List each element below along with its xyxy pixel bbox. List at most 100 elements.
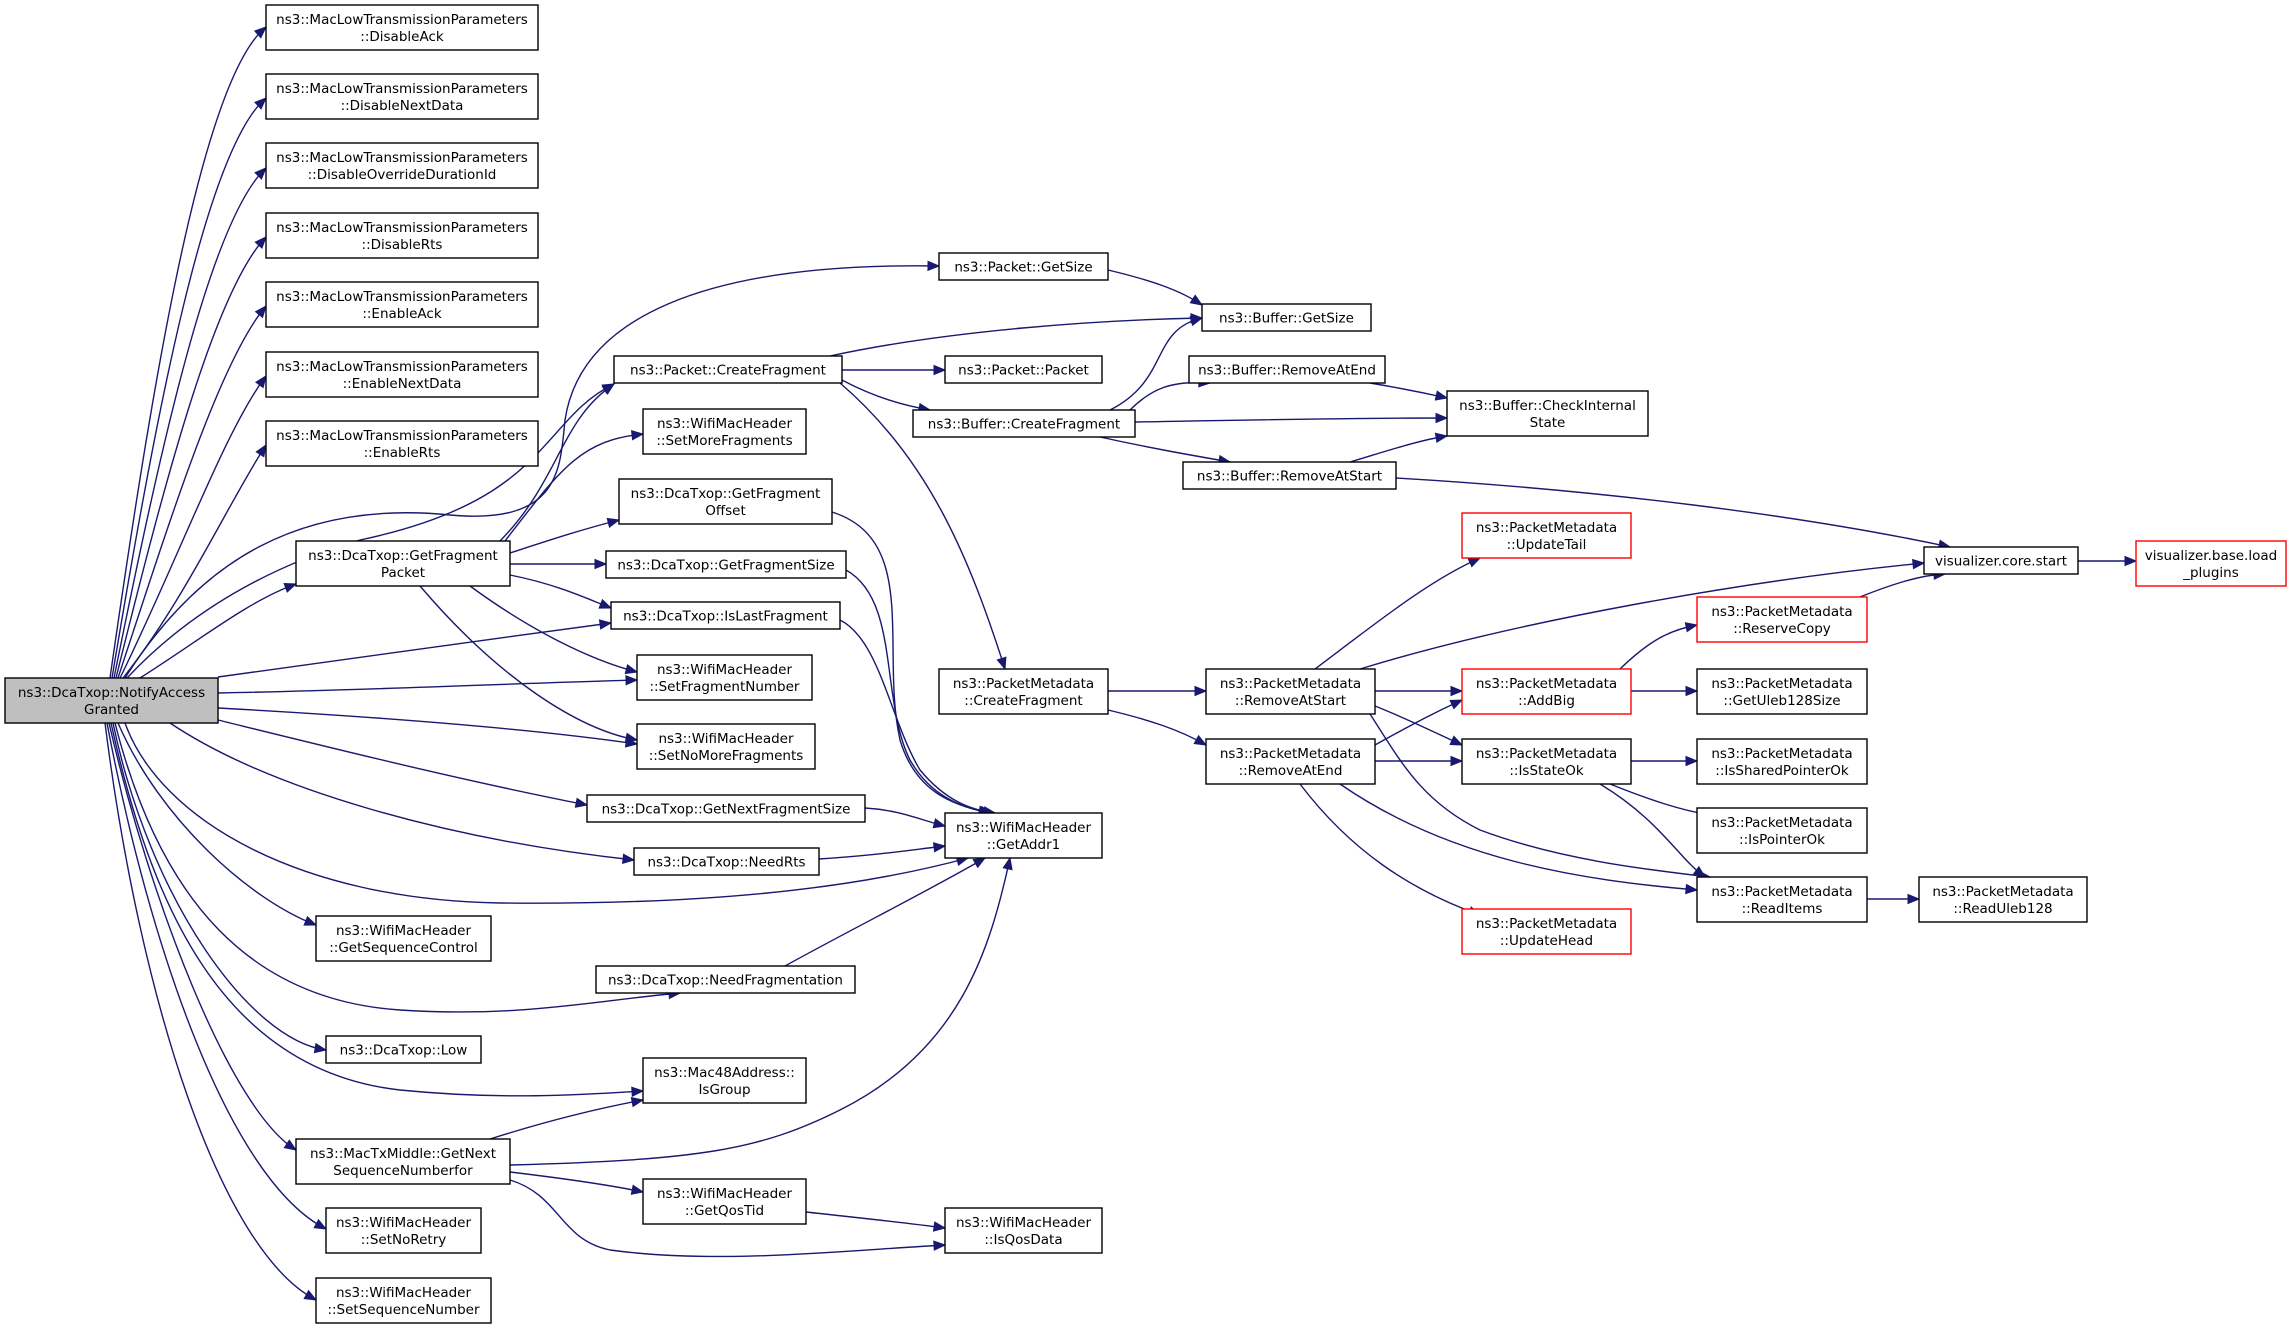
arrowhead-icon (1692, 865, 1707, 878)
node-label: ::RemoveAtEnd (1239, 763, 1343, 779)
node-label: ns3::WifiMacHeader (657, 1186, 793, 1202)
graph-node-low[interactable]: ns3::DcaTxop::Low (325, 1035, 482, 1064)
graph-node-packet-create-fragment[interactable]: ns3::Packet::CreateFragment (613, 355, 843, 384)
arrowhead-icon (631, 1086, 645, 1097)
node-label: ns3::Packet::Packet (958, 363, 1089, 379)
arrowhead-icon (1434, 432, 1449, 444)
node-label: ns3::Mac48Address:: (654, 1065, 795, 1081)
node-label: ::UpdateHead (1500, 933, 1593, 949)
graph-node-get-next-seq[interactable]: ns3::MacTxMiddle::GetNextSequenceNumberf… (295, 1138, 511, 1185)
graph-node-pm-update-tail[interactable]: ns3::PacketMetadata::UpdateTail (1461, 512, 1632, 559)
graph-node-set-sequence-number[interactable]: ns3::WifiMacHeader::SetSequenceNumber (315, 1277, 492, 1324)
arrowhead-icon (2124, 555, 2138, 567)
node-box (1182, 461, 1397, 490)
graph-node-get-addr1[interactable]: ns3::WifiMacHeader::GetAddr1 (944, 812, 1103, 859)
node-label: ns3::WifiMacHeader (657, 416, 793, 432)
call-edge-get-fragment-packet-to-get-fragment-offset (509, 517, 621, 554)
graph-node-pm-update-head[interactable]: ns3::PacketMetadata::UpdateHead (1461, 908, 1632, 955)
call-edge-root-to-set-fragment-number (217, 675, 639, 694)
call-edge-pm-remove-at-end-to-pm-is-state-ok (1375, 755, 1464, 767)
call-edge-packet-create-fragment-to-pm-create-fragment (839, 382, 1007, 671)
node-box (265, 142, 539, 189)
call-edge-root-to-set-no-retry (106, 722, 328, 1230)
arrowhead-icon (1685, 685, 1699, 697)
graph-node-buffer-remove-at-end[interactable]: ns3::Buffer::RemoveAtEnd (1188, 355, 1386, 384)
graph-node-disable-ack[interactable]: ns3::MacLowTransmissionParameters::Disab… (265, 4, 539, 51)
graph-node-enable-next-data[interactable]: ns3::MacLowTransmissionParameters::Enabl… (265, 351, 539, 398)
node-label: ::GetUleb128Size (1723, 693, 1840, 709)
node-label: ns3::DcaTxop::IsLastFragment (623, 609, 828, 625)
node-label: ns3::Buffer::CreateFragment (928, 417, 1120, 433)
graph-node-pm-add-big[interactable]: ns3::PacketMetadata::AddBig (1461, 668, 1632, 715)
graph-node-pm-is-shared-pointer-ok[interactable]: ns3::PacketMetadata::IsSharedPointerOk (1696, 738, 1868, 785)
node-box (642, 1178, 807, 1225)
call-edge-pm-remove-at-start-to-pm-update-tail (1314, 557, 1482, 670)
call-edge-root-to-get-fragment-packet (139, 583, 298, 679)
graph-node-get-qos-tid[interactable]: ns3::WifiMacHeader::GetQosTid (642, 1178, 807, 1225)
graph-node-get-next-fragment-size[interactable]: ns3::DcaTxop::GetNextFragmentSize (586, 794, 866, 823)
graph-node-disable-override[interactable]: ns3::MacLowTransmissionParameters::Disab… (265, 142, 539, 189)
graph-node-enable-rts[interactable]: ns3::MacLowTransmissionParameters::Enabl… (265, 420, 539, 467)
graph-node-disable-next-data[interactable]: ns3::MacLowTransmissionParameters::Disab… (265, 73, 539, 120)
graph-node-packet-get-size[interactable]: ns3::Packet::GetSize (938, 252, 1109, 281)
node-box (1461, 668, 1632, 715)
node-label: ::AddBig (1518, 693, 1575, 709)
graph-node-pm-remove-at-end[interactable]: ns3::PacketMetadata::RemoveAtEnd (1205, 738, 1376, 785)
node-label: ::ReserveCopy (1733, 621, 1831, 637)
graph-node-set-no-retry[interactable]: ns3::WifiMacHeader::SetNoRetry (325, 1207, 482, 1254)
graph-node-is-last-fragment[interactable]: ns3::DcaTxop::IsLastFragment (610, 601, 841, 630)
graph-node-is-group[interactable]: ns3::Mac48Address::IsGroup (642, 1057, 807, 1104)
graph-node-pm-read-items[interactable]: ns3::PacketMetadata::ReadItems (1696, 876, 1868, 923)
graph-node-buffer-get-size[interactable]: ns3::Buffer::GetSize (1201, 303, 1372, 332)
graph-node-pm-create-fragment[interactable]: ns3::PacketMetadata::CreateFragment (938, 668, 1109, 715)
node-box (642, 408, 807, 455)
graph-node-is-qos-data[interactable]: ns3::WifiMacHeader::IsQosData (944, 1207, 1103, 1254)
graph-node-get-sequence-control[interactable]: ns3::WifiMacHeader::GetSequenceControl (315, 915, 492, 962)
graph-node-pm-get-uleb128-size[interactable]: ns3::PacketMetadata::GetUleb128Size (1696, 668, 1868, 715)
arrowhead-icon (313, 1042, 328, 1054)
arrowhead-icon (1684, 622, 1699, 633)
node-label: ns3::Buffer::RemoveAtStart (1197, 469, 1382, 485)
graph-node-set-fragment-number[interactable]: ns3::WifiMacHeader::SetFragmentNumber (636, 654, 813, 701)
node-label: ns3::DcaTxop::NeedRts (647, 855, 805, 871)
graph-node-packet-packet[interactable]: ns3::Packet::Packet (944, 355, 1103, 384)
call-edge-pm-remove-at-start-to-pm-add-big (1375, 685, 1464, 697)
node-box (586, 794, 866, 823)
graph-node-need-fragmentation[interactable]: ns3::DcaTxop::NeedFragmentation (595, 965, 856, 994)
arrowhead-icon (932, 1221, 947, 1232)
graph-node-get-fragment-size[interactable]: ns3::DcaTxop::GetFragmentSize (605, 550, 847, 579)
graph-node-pm-read-uleb128[interactable]: ns3::PacketMetadata::ReadUleb128 (1918, 876, 2088, 923)
arrowhead-icon (283, 583, 298, 593)
call-edge-buffer-remove-at-end-to-buffer-check-internal (1369, 382, 1449, 401)
graph-node-pm-is-pointer-ok[interactable]: ns3::PacketMetadata::IsPointerOk (1696, 807, 1868, 854)
graph-node-set-no-more-fragments[interactable]: ns3::WifiMacHeader::SetNoMoreFragments (636, 723, 816, 770)
arrowhead-icon (933, 1240, 947, 1251)
arrowhead-icon (283, 1139, 298, 1151)
graph-node-pm-remove-at-start[interactable]: ns3::PacketMetadata::RemoveAtStart (1205, 668, 1376, 715)
graph-node-pm-is-state-ok[interactable]: ns3::PacketMetadata::IsStateOk (1461, 738, 1632, 785)
call-edge-root-to-get-next-fragment-size (217, 719, 589, 808)
graph-node-buffer-remove-at-start[interactable]: ns3::Buffer::RemoveAtStart (1182, 461, 1397, 490)
graph-node-enable-ack[interactable]: ns3::MacLowTransmissionParameters::Enabl… (265, 281, 539, 328)
graph-node-need-rts[interactable]: ns3::DcaTxop::NeedRts (633, 847, 820, 876)
graph-node-set-more-fragments[interactable]: ns3::WifiMacHeader::SetMoreFragments (642, 408, 807, 455)
call-edges (104, 26, 2138, 1301)
graph-node-buffer-create-fragment[interactable]: ns3::Buffer::CreateFragment (912, 409, 1136, 438)
node-label: ::DisableOverrideDurationId (308, 167, 497, 183)
node-box (1205, 738, 1376, 785)
graph-node-pm-reserve-copy[interactable]: ns3::PacketMetadata::ReserveCopy (1696, 596, 1868, 643)
graph-node-viz-core-start[interactable]: visualizer.core.start (1923, 546, 2079, 575)
call-edge-is-last-fragment-to-get-addr1 (839, 619, 997, 817)
node-label: ns3::WifiMacHeader (336, 1215, 472, 1231)
node-label: ns3::MacLowTransmissionParameters (276, 12, 528, 28)
graph-node-disable-rts[interactable]: ns3::MacLowTransmissionParameters::Disab… (265, 212, 539, 259)
node-label: SequenceNumberfor (333, 1163, 473, 1179)
node-label: ns3::WifiMacHeader (336, 923, 472, 939)
graph-node-viz-load-plugins[interactable]: visualizer.base.load_plugins (2135, 540, 2287, 587)
node-label: ::SetFragmentNumber (650, 679, 800, 695)
